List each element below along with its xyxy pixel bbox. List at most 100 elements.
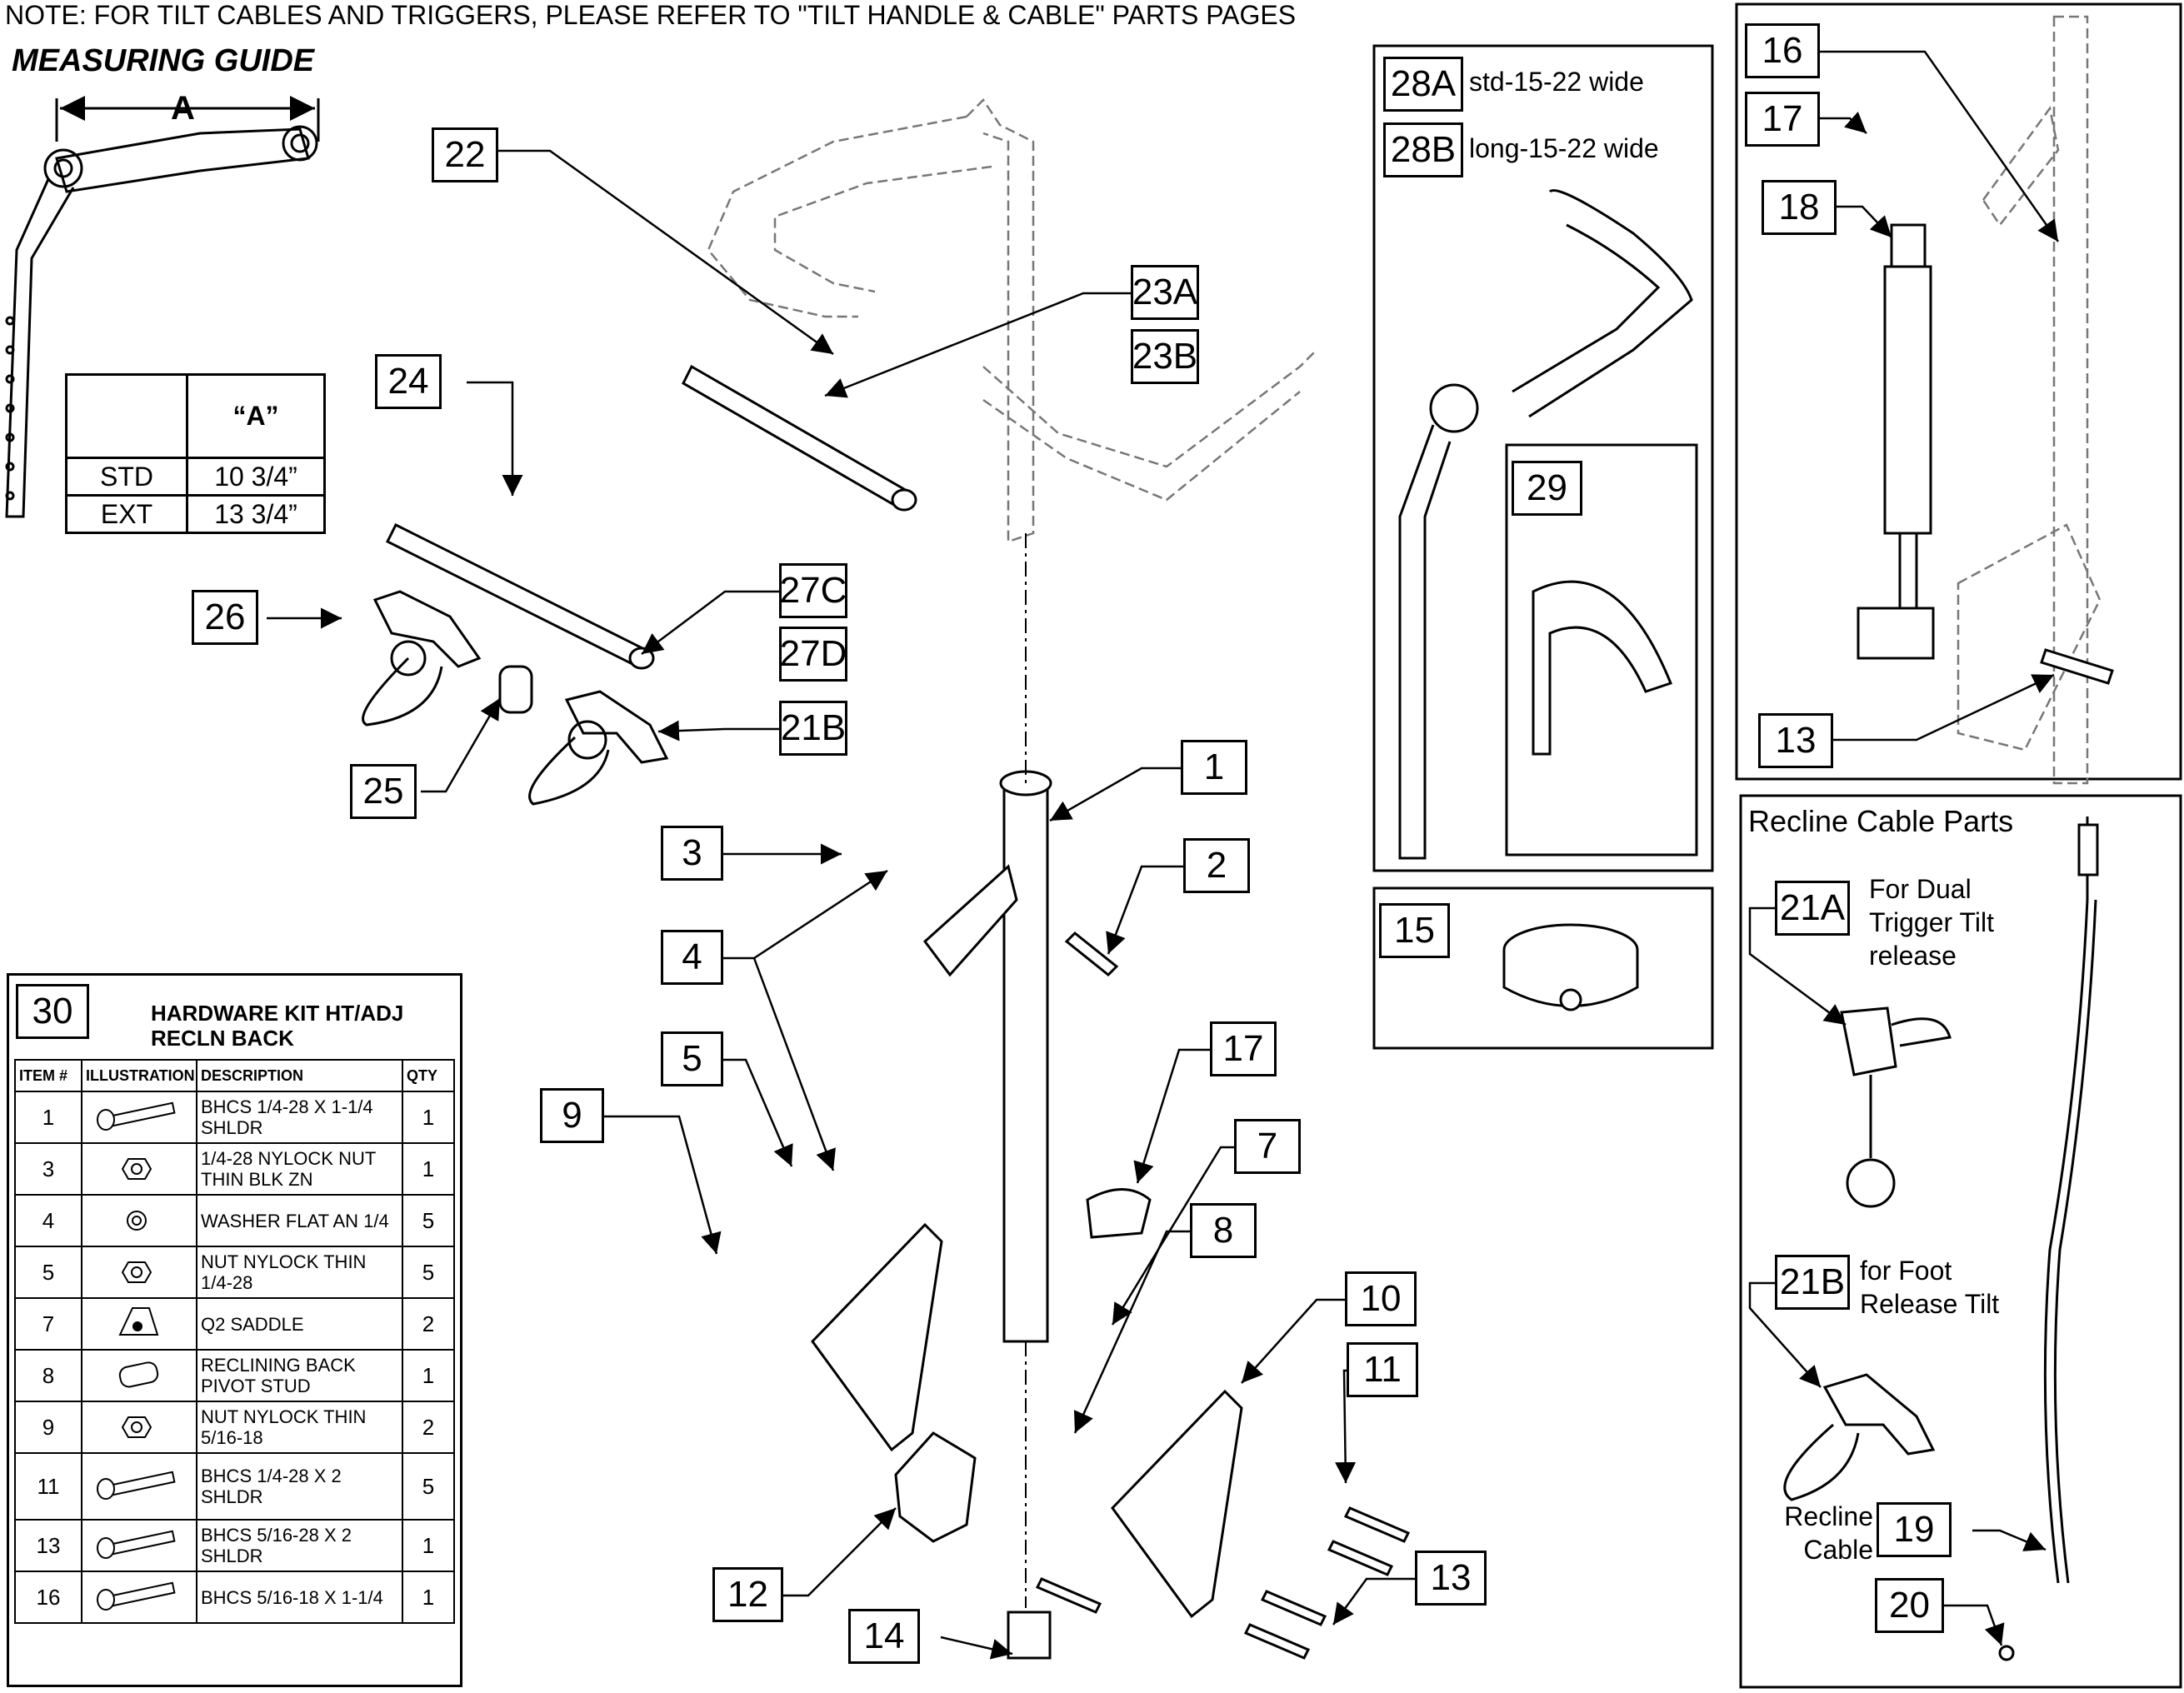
saddle-icon [81,1297,197,1351]
callout-28b: 28B [1383,122,1463,177]
callout-25: 25 [350,764,417,819]
callout-11: 11 [1347,1342,1418,1397]
item-number: 13 [14,1519,82,1572]
callout-21b-right: 21B [1775,1255,1850,1310]
item-qty: 1 [402,1349,455,1402]
callout-1: 1 [1181,740,1247,795]
bolt-icon [81,1452,197,1521]
col-illustration: ILLUSTRATION [81,1059,197,1092]
hardware-kit-title: HARDWARE KIT HT/ADJ RECLN BACK [151,1001,403,1051]
item-description: 1/4-28 NYLOCK NUT THIN BLK ZN [196,1142,403,1196]
callout-4: 4 [661,930,723,985]
item-qty: 1 [402,1091,455,1144]
callout-9: 9 [540,1088,604,1143]
item-qty: 5 [402,1246,455,1299]
item-number: 5 [14,1246,82,1299]
callout-28a: 28A [1383,57,1463,112]
item-number: 16 [14,1571,82,1624]
clamp-26 [362,590,482,727]
callout-19: 19 [1877,1502,1952,1557]
callout-27d: 27D [779,627,847,682]
item-qty: 5 [402,1452,455,1521]
callout-7: 7 [1234,1119,1301,1174]
hardware-kit-title-line1: HARDWARE KIT HT/ADJ [151,1001,404,1026]
bolt-icon [81,1571,197,1624]
callout-16: 16 [1745,23,1820,78]
callout-12: 12 [712,1567,783,1622]
nut-icon [81,1246,197,1299]
col-description: DESCRIPTION [196,1059,403,1092]
main-post-1 [922,770,1052,1343]
callout-22: 22 [432,127,498,182]
washer-icon [81,1194,197,1247]
bolt-13-right [2040,648,2114,685]
callout-23a: 23A [1131,265,1199,320]
measuring-row-type: EXT [65,494,188,534]
ghost-handle [707,98,1317,543]
hardware-kit-title-line2: RECLN BACK [151,1026,294,1051]
adjustment-tube-27 [385,522,655,670]
callout-27c: 27C [779,563,847,618]
collar-15 [1502,923,1639,1011]
measuring-guide-title: MEASURING GUIDE [12,43,315,78]
measuring-table: “A” STD 10 3/4” EXT 13 3/4” [65,373,326,534]
item-qty: 2 [402,1297,455,1351]
item-qty: 1 [402,1519,455,1572]
callout-5: 5 [661,1031,723,1086]
item-number: 8 [14,1349,82,1402]
nut-icon [81,1142,197,1196]
hardware-kit-panel: 30 HARDWARE KIT HT/ADJ RECLN BACK ITEM #… [7,973,462,1687]
measuring-row-value: 10 3/4” [186,457,326,497]
panel-15 [1372,886,1714,1050]
bushing-14 [1007,1611,1052,1660]
item-description: WASHER FLAT AN 1/4 [196,1194,403,1247]
parts-note: NOTE: FOR TILT CABLES AND TRIGGERS, PLEA… [5,0,1297,30]
measuring-row-value: 13 3/4” [186,494,326,534]
callout-10: 10 [1345,1271,1417,1326]
item-qty: 2 [402,1401,455,1454]
gas-spring-18 [1857,223,1935,660]
measuring-table-header: “A” [186,373,326,459]
item-qty: 5 [402,1194,455,1247]
leader-lines [267,50,2060,1660]
item-qty: 1 [402,1142,455,1196]
item-description: NUT NYLOCK THIN 1/4-28 [196,1246,403,1299]
recline-cable-label: Recline Cable [1784,1501,1873,1565]
panel-29 [1505,443,1698,856]
item-number: 11 [14,1452,82,1521]
push-handle-28 [1398,189,1693,860]
stud-25 [498,665,533,714]
item-number: 9 [14,1401,82,1454]
saddle-17 [1086,1188,1152,1239]
item-description: Q2 SADDLE [196,1297,403,1351]
bolt-icon [81,1091,197,1144]
panel-16-18 [1735,2,2182,781]
bolt-icon [81,1519,197,1572]
item-description: BHCS 1/4-28 X 2 SHLDR [196,1452,403,1521]
callout-17: 17 [1210,1021,1277,1076]
item-number: 7 [14,1297,82,1351]
item-number: 1 [14,1091,82,1144]
stud-icon [81,1349,197,1402]
callout-21a: 21A [1775,881,1850,936]
callout-8: 8 [1190,1203,1257,1258]
panel-recline-cable [1739,794,2182,1689]
callout-13-right: 13 [1758,713,1833,768]
dual-trigger-label: For Dual Trigger Tilt release [1869,874,1994,971]
callout-18: 18 [1762,180,1837,235]
callout-26: 26 [192,590,258,645]
item-description: BHCS 5/16-28 X 2 SHLDR [196,1519,403,1572]
recline-cable-parts-title: Recline Cable Parts [1748,804,2014,838]
callout-15: 15 [1379,903,1450,958]
bolts [1035,931,1411,1660]
handle-29 [1532,580,1672,756]
callout-20: 20 [1875,1578,1944,1633]
